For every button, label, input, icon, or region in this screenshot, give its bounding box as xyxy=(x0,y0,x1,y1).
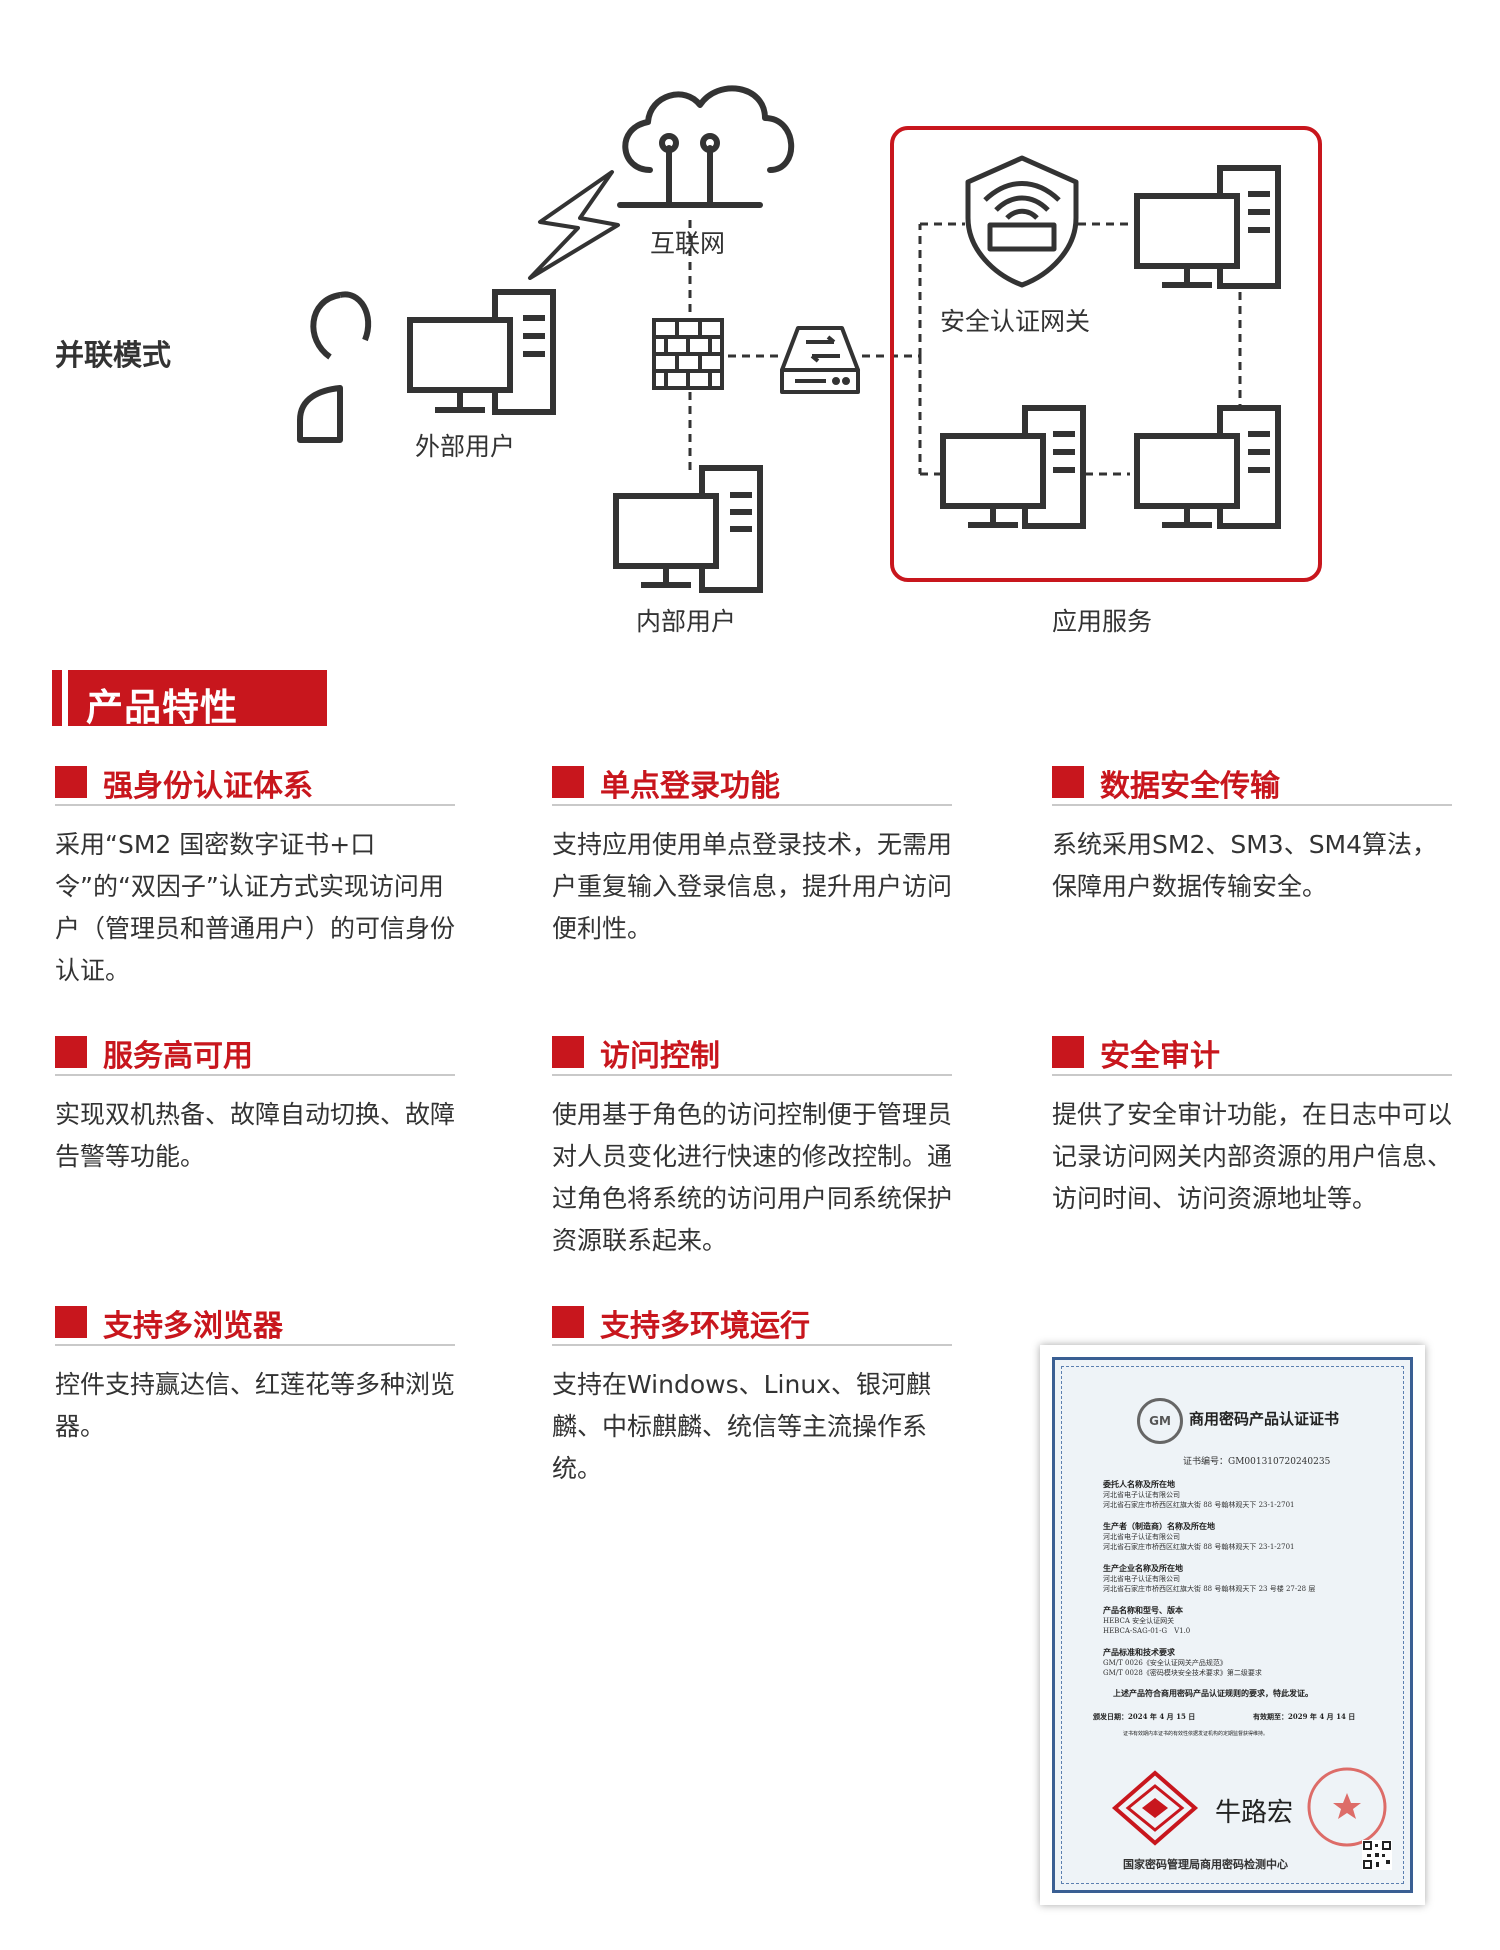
feature-multi-browser: 支持多浏览器 控件支持赢达信、红莲花等多种浏览器。 xyxy=(55,1298,455,1448)
product-heading: 产品名称和型号、版本 xyxy=(1103,1605,1183,1615)
client-line: 河北省电子认证有限公司 xyxy=(1103,1491,1180,1499)
feature-security-audit: 安全审计 提供了安全审计功能，在日志中可以记录访问网关内部资源的用户信息、访问时… xyxy=(1052,1028,1452,1220)
red-square-icon xyxy=(55,1036,87,1068)
standard-line: GM/T 0028《密码模块安全技术要求》第二级要求 xyxy=(1103,1669,1262,1677)
signature: 牛路宏 xyxy=(1215,1798,1294,1828)
feature-access-control: 访问控制 使用基于角色的访问控制便于管理员对人员变化进行快速的修改控制。通过角色… xyxy=(552,1028,952,1262)
feature-title: 安全审计 xyxy=(1100,1039,1220,1074)
feature-head: 访问控制 xyxy=(552,1028,952,1076)
qr-code-icon xyxy=(1362,1840,1392,1870)
certificate-border xyxy=(1061,1366,1404,1884)
lightning-icon xyxy=(528,170,620,280)
app-service-frame xyxy=(890,126,1322,582)
feature-head: 服务高可用 xyxy=(55,1028,455,1076)
standard-line: GM/T 0026《安全认证网关产品规范》 xyxy=(1103,1659,1227,1667)
producer-heading: 生产者（制造商）名称及所在地 xyxy=(1103,1521,1215,1531)
certification-mark-icon xyxy=(1111,1770,1199,1846)
standard-heading: 产品标准和技术要求 xyxy=(1103,1647,1175,1657)
red-square-icon xyxy=(55,766,87,798)
validity-note: 证书有效期内本证书的有效性依据发证机构的定期监督获得维持。 xyxy=(1123,1731,1269,1737)
external-user-icon xyxy=(297,291,372,443)
network-diagram: 并联模式 互联网 外部用 xyxy=(55,85,1322,636)
certificate-frame: GM 商用密码产品认证证书 证书编号：GM001310720240235 委托人… xyxy=(1052,1357,1413,1893)
certificate-product: 产品名称和型号、版本 HEBCA 安全认证网关 HEBCA-SAG-01-G V… xyxy=(1103,1604,1403,1636)
feature-text: 支持应用使用单点登录技术，无需用户重复输入登录信息，提升用户访问便利性。 xyxy=(552,830,953,943)
expiry-date: 有效期至：2029 年 4 月 14 日 xyxy=(1253,1712,1356,1721)
certificate-image: GM 商用密码产品认证证书 证书编号：GM001310720240235 委托人… xyxy=(1040,1345,1425,1905)
cloud-icon xyxy=(617,85,795,208)
feature-title: 数据安全传输 xyxy=(1100,769,1280,804)
section-title-text: 产品特性 xyxy=(86,686,238,729)
feature-sso: 单点登录功能 支持应用使用单点登录技术，无需用户重复输入登录信息，提升用户访问便… xyxy=(552,758,952,950)
issue-date: 颁发日期：2024 年 4 月 15 日 xyxy=(1093,1712,1196,1721)
feature-high-availability: 服务高可用 实现双机热备、故障自动切换、故障告警等功能。 xyxy=(55,1028,455,1178)
red-square-icon xyxy=(1052,1036,1084,1068)
feature-multi-environment: 支持多环境运行 支持在Windows、Linux、银河麒麟、中标麒麟、统信等主流… xyxy=(552,1298,952,1490)
section-title: 产品特性 xyxy=(52,670,327,729)
firewall-icon xyxy=(652,318,724,390)
external-user-label: 外部用户 xyxy=(415,432,515,461)
feature-text: 提供了安全审计功能，在日志中可以记录访问网关内部资源的用户信息、访问时间、访问资… xyxy=(1052,1100,1453,1213)
certificate-title: 商用密码产品认证证书 xyxy=(1189,1410,1340,1428)
feature-text: 实现双机热备、故障自动切换、故障告警等功能。 xyxy=(55,1100,456,1171)
feature-head: 安全审计 xyxy=(1052,1028,1452,1076)
certificate-statement: 上述产品符合商用密码产品认证规则的要求，特此发证。 xyxy=(1113,1688,1313,1698)
internal-user-computer-icon xyxy=(613,465,763,593)
server-computer-icon xyxy=(1134,165,1281,289)
issuer: 国家密码管理局商用密码检测中心 xyxy=(1123,1858,1288,1871)
feature-head: 支持多环境运行 xyxy=(552,1298,952,1346)
red-square-icon xyxy=(55,1306,87,1338)
feature-head: 支持多浏览器 xyxy=(55,1298,455,1346)
certificate-client: 委托人名称及所在地 河北省电子认证有限公司 河北省石家庄市桥西区红旗大街 88 … xyxy=(1103,1478,1403,1510)
feature-head: 单点登录功能 xyxy=(552,758,952,806)
certificate-producer: 生产者（制造商）名称及所在地 河北省电子认证有限公司 河北省石家庄市桥西区红旗大… xyxy=(1103,1520,1403,1552)
producer-line: 河北省电子认证有限公司 xyxy=(1103,1533,1180,1541)
feature-text: 控件支持赢达信、红莲花等多种浏览器。 xyxy=(55,1370,456,1441)
gm-logo-icon: GM xyxy=(1137,1398,1183,1444)
feature-strong-auth: 强身份认证体系 采用“SM2 国密数字证书+口令”的“双因子”认证方式实现访问用… xyxy=(55,758,455,992)
feature-text: 采用“SM2 国密数字证书+口令”的“双因子”认证方式实现访问用户（管理员和普通… xyxy=(55,830,456,985)
official-seal-icon xyxy=(1307,1767,1387,1847)
certificate-standard: 产品标准和技术要求 GM/T 0026《安全认证网关产品规范》 GM/T 002… xyxy=(1103,1646,1403,1678)
feature-title: 支持多环境运行 xyxy=(600,1309,810,1344)
feature-text: 系统采用SM2、SM3、SM4算法，保障用户数据传输安全。 xyxy=(1052,830,1438,901)
product-line: HEBCA-SAG-01-G V1.0 xyxy=(1103,1627,1191,1635)
feature-title: 服务高可用 xyxy=(103,1039,253,1074)
feature-data-transfer: 数据安全传输 系统采用SM2、SM3、SM4算法，保障用户数据传输安全。 xyxy=(1052,758,1452,908)
mode-label: 并联模式 xyxy=(55,338,171,372)
client-line: 河北省石家庄市桥西区红旗大街 88 号翰林观天下 23-1-2701 xyxy=(1103,1501,1295,1509)
factory-line: 河北省石家庄市桥西区红旗大街 88 号翰林观天下 23 号楼 27-28 层 xyxy=(1103,1585,1316,1593)
gateway-label: 安全认证网关 xyxy=(940,307,1090,336)
client-heading: 委托人名称及所在地 xyxy=(1103,1479,1175,1489)
feature-title: 单点登录功能 xyxy=(600,769,780,804)
router-icon xyxy=(780,326,860,394)
server-computer-icon xyxy=(1134,405,1281,529)
feature-title: 支持多浏览器 xyxy=(103,1309,283,1344)
internal-user-label: 内部用户 xyxy=(636,607,736,636)
app-service-label: 应用服务 xyxy=(1052,607,1152,636)
producer-line: 河北省石家庄市桥西区红旗大街 88 号翰林观天下 23-1-2701 xyxy=(1103,1543,1295,1551)
red-square-icon xyxy=(1052,766,1084,798)
red-square-icon xyxy=(552,1306,584,1338)
shield-wifi-icon xyxy=(965,155,1079,288)
feature-title: 访问控制 xyxy=(600,1039,720,1074)
product-line: HEBCA 安全认证网关 xyxy=(1103,1617,1175,1625)
feature-text: 使用基于角色的访问控制便于管理员对人员变化进行快速的修改控制。通过角色将系统的访… xyxy=(552,1100,953,1255)
external-user-computer-icon xyxy=(407,289,556,415)
feature-title: 强身份认证体系 xyxy=(103,769,313,804)
factory-line: 河北省电子认证有限公司 xyxy=(1103,1575,1180,1583)
internet-label: 互联网 xyxy=(650,229,725,258)
factory-heading: 生产企业名称及所在地 xyxy=(1103,1563,1183,1573)
red-square-icon xyxy=(552,1036,584,1068)
server-computer-icon xyxy=(940,405,1086,529)
certificate-factory: 生产企业名称及所在地 河北省电子认证有限公司 河北省石家庄市桥西区红旗大街 88… xyxy=(1103,1562,1403,1594)
feature-text: 支持在Windows、Linux、银河麒麟、中标麒麟、统信等主流操作系统。 xyxy=(552,1370,931,1483)
red-square-icon xyxy=(552,766,584,798)
certificate-number: 证书编号：GM001310720240235 xyxy=(1183,1457,1331,1467)
feature-head: 强身份认证体系 xyxy=(55,758,455,806)
feature-head: 数据安全传输 xyxy=(1052,758,1452,806)
